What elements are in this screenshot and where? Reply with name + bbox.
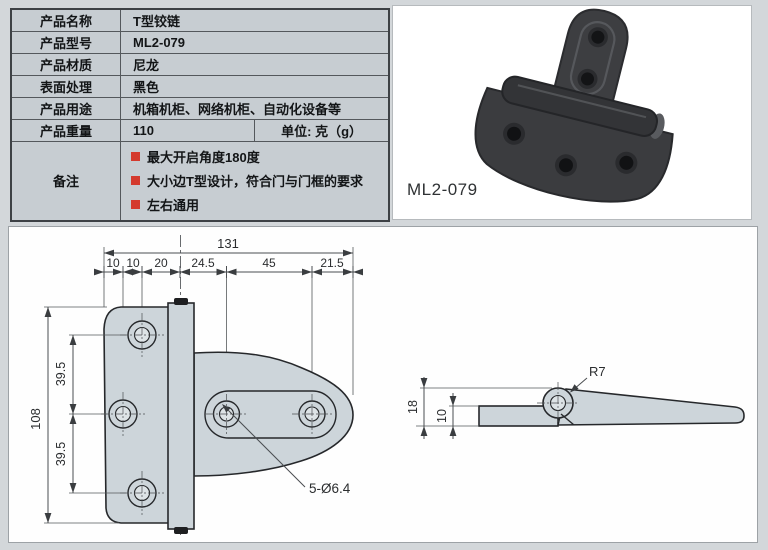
- front-left-leaf: [103, 306, 188, 524]
- remark-item: 最大开启角度180度: [131, 145, 388, 169]
- red-square-bullet-icon: [131, 200, 140, 209]
- dim-segment: 21.5: [320, 256, 344, 270]
- remark-content: 最大开启角度180度 大小边T型设计，符合门与门框的要求 左右通用: [120, 140, 390, 221]
- front-right-leaf: [193, 351, 354, 477]
- holes-callout: 5-Ø6.4: [309, 481, 351, 496]
- table-row-remark: 备注 最大开启角度180度 大小边T型设计，符合门与门框的要求 左右通用: [10, 140, 390, 221]
- spec-label: 产品重量: [10, 118, 121, 142]
- remark-text: 最大开启角度180度: [147, 150, 260, 165]
- product-photo-panel: ML2-079: [392, 5, 752, 220]
- table-row: 产品型号 ML2-079: [10, 30, 390, 54]
- dim-segment: 24.5: [191, 256, 215, 270]
- front-hole: [206, 394, 247, 434]
- dim-total-thickness: 18: [406, 400, 420, 414]
- spec-label: 产品材质: [10, 52, 121, 76]
- spec-value: 尼龙: [120, 52, 390, 76]
- photo-model-caption: ML2-079: [407, 180, 478, 199]
- dim-segment: 20: [154, 256, 168, 270]
- radius-callout: R7: [589, 364, 606, 379]
- spec-label: 产品名称: [10, 8, 121, 32]
- spec-value: 110: [119, 118, 256, 142]
- spec-value: ML2-079: [120, 30, 390, 54]
- weight-unit: 单位: 克（g）: [254, 118, 390, 142]
- table-row: 表面处理 黑色: [10, 74, 390, 98]
- hinge-hole: [591, 30, 605, 44]
- front-hole: [292, 394, 333, 434]
- front-slot: [204, 390, 337, 439]
- table-row: 产品用途 机箱机柜、网络机柜、自动化设备等: [10, 96, 390, 120]
- spec-value: 机箱机柜、网络机柜、自动化设备等: [120, 96, 390, 120]
- front-knuckle: [167, 302, 195, 530]
- dim-plate-thickness: 10: [435, 409, 449, 423]
- technical-drawing-panel: 131 10 10 20 24.5: [8, 226, 758, 543]
- front-view: 131 10 10 20 24.5: [28, 235, 363, 535]
- spec-label: 产品型号: [10, 30, 121, 54]
- remark-text: 左右通用: [147, 198, 200, 213]
- dim-total-width: 131: [217, 236, 239, 251]
- dim-segment: 45: [262, 256, 276, 270]
- spec-table: 产品名称 T型铰链 产品型号 ML2-079 产品材质 尼龙 表面处理 黑色 产…: [10, 8, 390, 222]
- front-hole: [120, 313, 164, 357]
- hinge-hole: [558, 158, 573, 173]
- hinge-hole: [507, 126, 522, 141]
- table-row: 产品名称 T型铰链: [10, 8, 390, 32]
- dim-hole-spacing: 39.5: [54, 362, 68, 386]
- product-photo: [474, 8, 674, 203]
- remark-item: 左右通用: [131, 193, 388, 217]
- dim-segment: 10: [106, 256, 120, 270]
- spec-value: 黑色: [120, 74, 390, 98]
- table-row-weight: 产品重量 110 单位: 克（g）: [10, 118, 390, 142]
- technical-drawing: 131 10 10 20 24.5: [28, 235, 745, 535]
- dim-total-height: 108: [28, 408, 43, 430]
- remark-label: 备注: [10, 140, 121, 221]
- hinge-barrel-highlight: [517, 84, 647, 119]
- spec-value: T型铰链: [120, 8, 390, 32]
- remark-item: 大小边T型设计，符合门与门框的要求: [131, 169, 388, 193]
- red-square-bullet-icon: [131, 176, 140, 185]
- remark-text: 大小边T型设计，符合门与门框的要求: [147, 174, 363, 189]
- front-hole: [101, 392, 145, 436]
- side-view: R7 18 10: [406, 364, 745, 439]
- spec-label: 表面处理: [10, 74, 121, 98]
- dim-hole-spacing: 39.5: [54, 442, 68, 466]
- table-row: 产品材质 尼龙: [10, 52, 390, 76]
- side-blade: [557, 388, 745, 426]
- dim-segment: 10: [126, 256, 140, 270]
- hinge-hole: [580, 72, 594, 86]
- front-hole: [120, 471, 164, 515]
- hinge-hole: [619, 155, 634, 170]
- red-square-bullet-icon: [131, 152, 140, 161]
- spec-label: 产品用途: [10, 96, 121, 120]
